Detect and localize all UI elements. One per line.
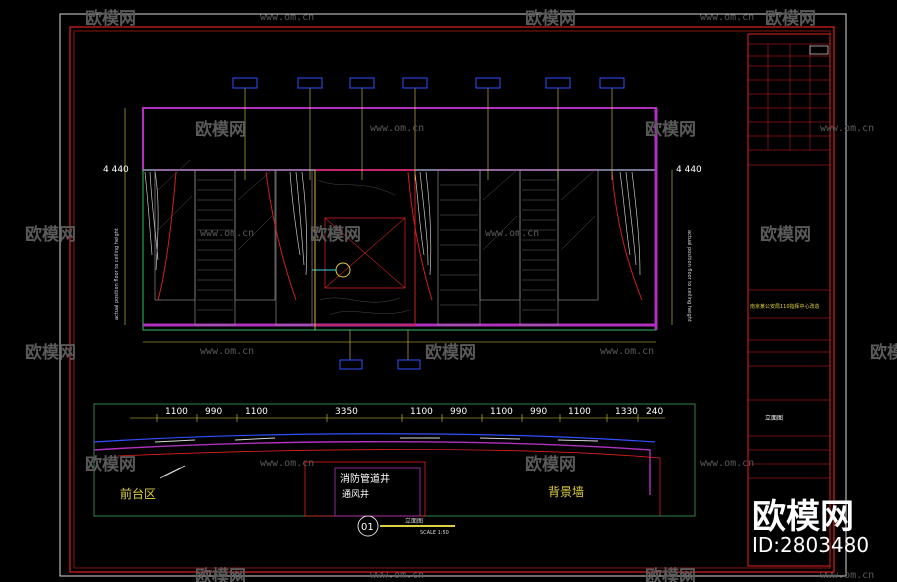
plan-dim-label: 1100 — [568, 407, 591, 417]
plan-wall-purple — [93, 441, 651, 495]
callouts-top — [244, 88, 613, 180]
plan-dim-label: 1100 — [490, 407, 513, 417]
callouts-bottom — [349, 330, 409, 360]
watermark-brand: 欧模网 — [85, 8, 136, 29]
plan-wall-blue — [93, 433, 656, 443]
outer-frame — [59, 13, 847, 577]
watermark-site: www.om.cn — [700, 12, 754, 23]
glass-hatch — [157, 159, 596, 251]
watermark-brand: 欧模网 — [525, 454, 576, 475]
red-frame — [69, 26, 835, 573]
label-vent-shaft: 通风井 — [342, 488, 369, 500]
callout-boxes-top — [232, 77, 625, 89]
plan-wall-red — [117, 449, 661, 516]
curtain-tracks — [157, 171, 643, 301]
plan-dim-label: 990 — [450, 407, 467, 417]
watermark-big-brand: 欧模网 — [752, 497, 854, 537]
watermark-brand: 欧模网 — [310, 224, 361, 245]
watermark-site: www.om.cn — [200, 346, 254, 357]
dimension-lines — [124, 108, 673, 343]
watermark-site: www.om.cn — [260, 12, 314, 23]
plan-windows — [154, 437, 599, 443]
callout-boxes-bottom — [339, 359, 421, 370]
panel-hatching — [197, 179, 556, 311]
plan-dim-label: 240 — [646, 407, 663, 417]
watermark-brand: 欧模网 — [525, 8, 576, 29]
side-note-right: actual position floor to ceiling height — [686, 230, 692, 322]
plan-dim-label: 1100 — [165, 407, 188, 417]
watermark-brand: 欧模网 — [765, 8, 816, 29]
dim-left-label: 4 440 — [103, 165, 129, 175]
watermark-brand: 欧模网 — [195, 566, 246, 582]
watermark-site: www.om.cn — [200, 228, 254, 239]
curtains — [144, 171, 641, 276]
title-block-sheet-title: 立面图 — [765, 414, 783, 422]
feature-frame — [324, 217, 406, 289]
side-note-left: actual position floor to ceiling height — [114, 228, 120, 320]
watermark-brand: 欧模网 — [425, 342, 476, 363]
watermark-brand: 欧模网 — [85, 454, 136, 475]
watermark-site: www.om.cn — [820, 570, 874, 581]
watermark-brand: 欧模网 — [870, 342, 897, 363]
watermark-site: www.om.cn — [260, 458, 314, 469]
plan-dim-label: 1100 — [410, 407, 433, 417]
watermark-brand: 欧模网 — [195, 119, 246, 140]
scale-text: SCALE 1:50 — [420, 530, 449, 536]
fire-shaft — [304, 461, 426, 517]
watermark-brand: 欧模网 — [645, 119, 696, 140]
elevation-view: 4 440 4 440 actual position floor to cei… — [103, 77, 702, 370]
label-reception: 前台区 — [120, 486, 156, 501]
label-fire-shaft: 消防管道井 — [340, 472, 390, 485]
title-block: 南京某公安局110指挥中心改造 立面图 — [747, 33, 831, 567]
plan-view: 消防管道井 通风井 背景墙 前台区 1100 990 1100 3350 1100 990… — [93, 403, 696, 517]
watermark-brand: 欧模网 — [760, 224, 811, 245]
watermark-site: www.om.cn — [700, 458, 754, 469]
red-frame-inner — [73, 30, 831, 569]
plan-dim-label: 3350 — [335, 407, 358, 417]
watermark-id: ID:2803480 — [752, 533, 869, 557]
marble-veins — [317, 179, 411, 316]
dim-right-label: 4 440 — [676, 165, 702, 175]
plan-dimensions: 1100 990 1100 3350 1100 990 1100 990 1100 1330 240 — [156, 407, 663, 422]
plan-dim-label: 1100 — [245, 407, 268, 417]
plan-dim-label: 990 — [205, 407, 222, 417]
label-bg-wall: 背景墙 — [548, 485, 584, 499]
fire-shaft-inner — [334, 467, 421, 517]
watermark-site: www.om.cn — [820, 123, 874, 134]
watermarks: 欧模网 www.om.cn 欧模网 www.om.cn 欧模网 www.om.cn 欧模网 w… — [25, 8, 897, 582]
plan-frame — [93, 403, 696, 517]
plan-dim-label: 990 — [530, 407, 547, 417]
watermark-brand: 欧模网 — [25, 224, 76, 245]
drawing-title: 立面图 — [405, 517, 423, 525]
title-block-project: 南京某公安局110指挥中心改造 — [750, 303, 820, 310]
wall-panels — [154, 169, 599, 326]
emblem — [335, 262, 351, 278]
watermark-site: www.om.cn — [485, 228, 539, 239]
drawing-number-circle — [357, 515, 379, 537]
watermark-brand: 欧模网 — [25, 342, 76, 363]
watermark-site: www.om.cn — [600, 346, 654, 357]
watermark-site: www.om.cn — [370, 123, 424, 134]
watermark-brand: 欧模网 — [645, 566, 696, 582]
plan-dim-label: 1330 — [615, 407, 638, 417]
drawing-number: 01 — [361, 522, 374, 533]
watermark-site: www.om.cn — [370, 570, 424, 581]
